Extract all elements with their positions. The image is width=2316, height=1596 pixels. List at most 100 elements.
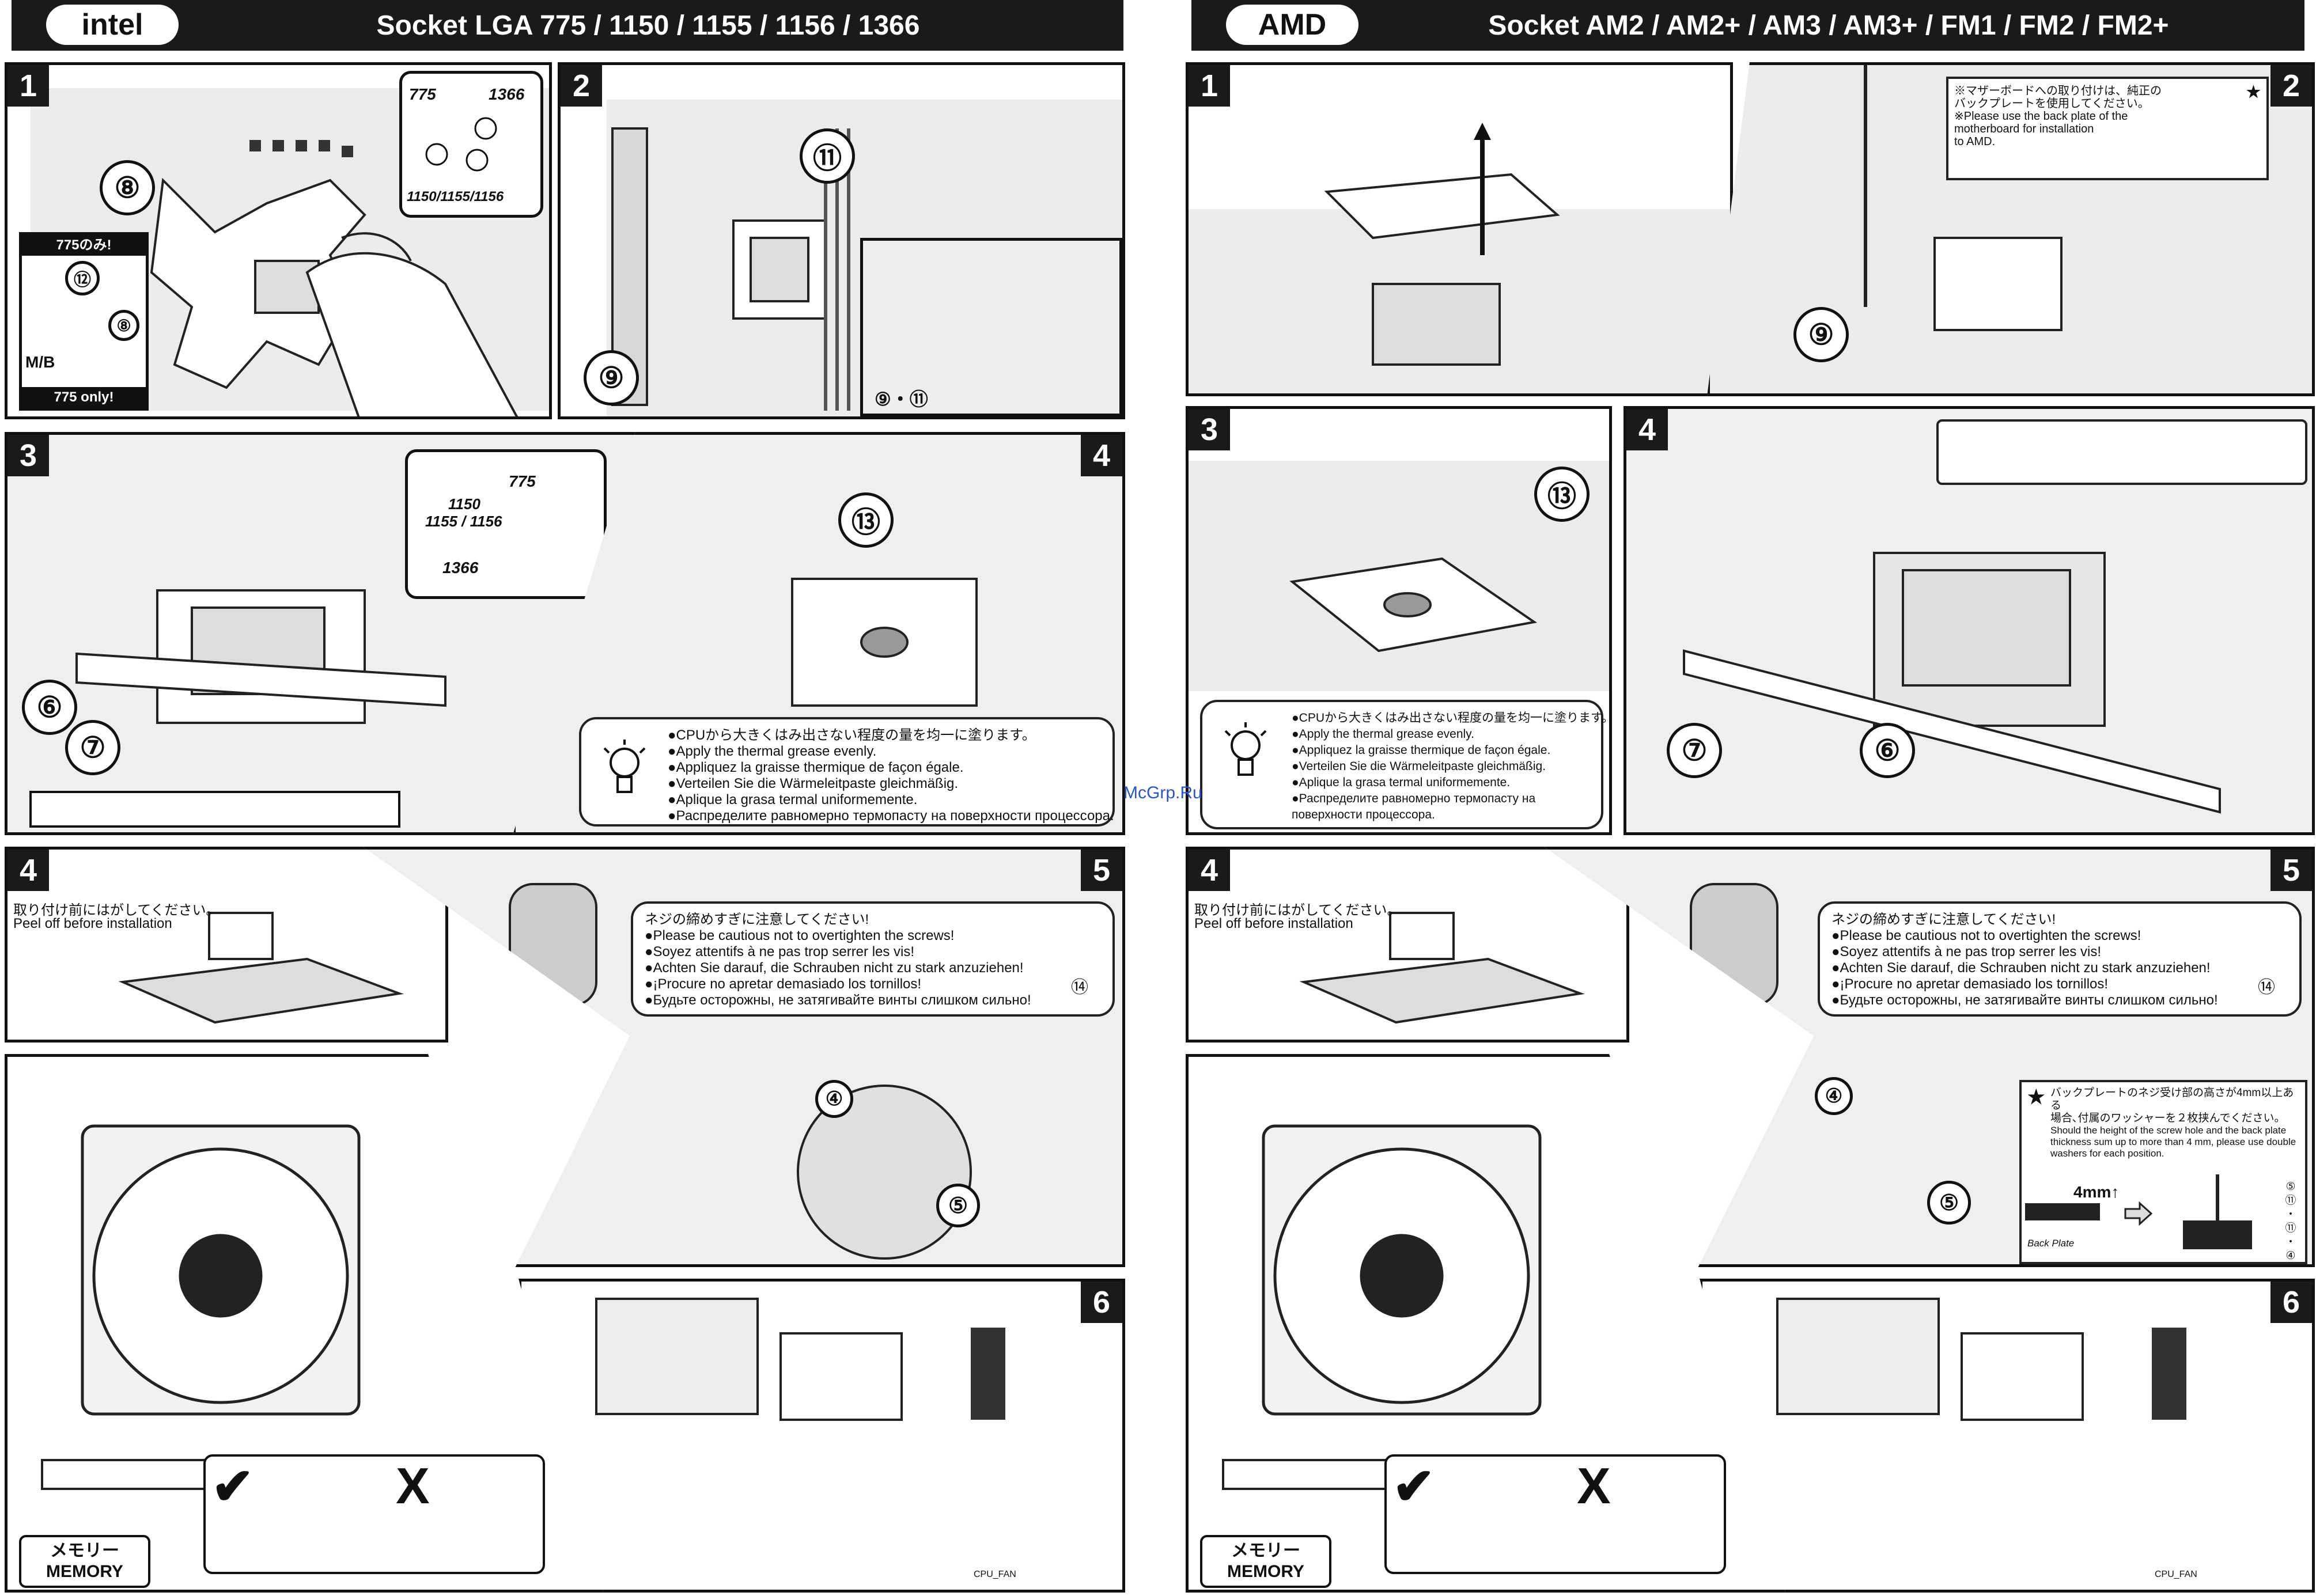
amd-step4-panel: 4 ⑦ ⑥	[1624, 406, 2315, 835]
washer-jp-2: 場合､付属のワッシャーを２枚挟んでください。	[2050, 1112, 2285, 1124]
amd-backplate-note: ※マザーボードへの取り付けは、純正の バックプレートを使用してください。 ※Pl…	[1946, 77, 2269, 180]
screw-note-line: ●¡Procure no apretar demasiado los torni…	[645, 976, 922, 992]
grease-note-line: ●Apply the thermal grease evenly.	[1292, 727, 1474, 741]
step-number: 3	[1189, 409, 1230, 450]
intel-step2-panel: 2 ⑪ ⑨ ⑨・⑪	[558, 62, 1125, 419]
label-1366: 1366	[442, 559, 479, 577]
memory-label: メモリー MEMORY	[19, 1535, 150, 1588]
badge-14: ⑭	[2258, 978, 2275, 997]
screw-note-line: ●Please be cautious not to overtighten t…	[645, 928, 955, 943]
screw-note-line: ●Achten Sie darauf, die Schrauben nicht …	[1831, 960, 2211, 976]
backplate-note-line: ※マザーボードへの取り付けは、純正の	[1954, 85, 2162, 97]
check-icon: ✔	[1392, 1458, 1435, 1515]
label-1155-1156: 1155 / 1156	[425, 513, 502, 530]
label-775: 775	[409, 85, 436, 103]
grease-note-line: ●Verteilen Sie die Wärmeleitpaste gleich…	[1292, 760, 1546, 773]
grease-note-line: ●Appliquez la graisse thermique de façon…	[1292, 744, 1551, 757]
grease-note-line: ●Aplique la grasa termal uniformemente.	[668, 792, 918, 808]
badge-5: ⑤	[1927, 1181, 1971, 1225]
peel-en: Peel off before installation	[13, 916, 172, 931]
amd-bracket-illustration	[1626, 409, 2312, 832]
intel-peel-panel: 4 取り付け前にはがしてください。 Peel off before instal…	[5, 847, 448, 1042]
grease-note-line: ●Распределите равномерно термопасту на п…	[668, 808, 1114, 824]
memory-en: MEMORY	[1227, 1562, 1304, 1581]
memory-jp: メモリー	[50, 1541, 119, 1560]
socket-notch-callout: 775 1150 1155 / 1156 1366	[405, 449, 607, 599]
step-number: 2	[2270, 65, 2312, 107]
badge-8-small: ⑧	[108, 310, 139, 341]
badge-6: ⑥	[1860, 723, 1915, 778]
label-1366: 1366	[489, 85, 525, 103]
amd-step2-panel: 2 ⑨ ※マザーボードへの取り付けは、純正の バックプレートを使用してください。…	[1707, 62, 2315, 396]
washer-part: ⑪	[2285, 1222, 2296, 1234]
intel-logo: intel	[46, 5, 179, 45]
badge-4: ④	[815, 1080, 853, 1118]
badge-9: ⑨	[1793, 307, 1849, 362]
step-number: 3	[7, 435, 49, 476]
screw-caution-note: ネジの締めすぎに注意してください! ●Please be cautious no…	[1818, 901, 2302, 1017]
step-number: 4	[1626, 409, 1668, 450]
screw-note-line: ●Soyez attentifs à ne pas trop serrer le…	[645, 944, 915, 960]
grease-note-line: ●CPUから大きくはみ出さない程度の量を均一に塗ります。	[668, 727, 1036, 743]
step-number: 2	[561, 65, 602, 107]
heatsink-base-illustration	[118, 912, 404, 1024]
washer-diagram	[2025, 1174, 2252, 1249]
washer-dimension: 4mm↑	[2073, 1183, 2120, 1201]
badge-9: ⑨	[584, 350, 639, 405]
lightbulb-icon	[1224, 722, 1267, 776]
cooler-fan-illustration	[41, 1124, 361, 1490]
label-1150: 1150	[448, 495, 480, 513]
amd-logo: AMD	[1226, 5, 1358, 45]
socket-hole-callout: 775 1366 1150/1155/1156	[399, 71, 543, 218]
badge-9-11: ⑨・⑪	[875, 389, 928, 410]
washer-part: ⑤	[2285, 1181, 2296, 1193]
step-number: 5	[1081, 850, 1122, 891]
backplate-detail-callout: ⑨・⑪	[860, 238, 1122, 416]
grease-note-line: ●Apply the thermal grease evenly.	[668, 744, 877, 759]
orientation-compare-box: ✔ X	[1384, 1454, 1726, 1574]
badge-13: ⑬	[1534, 467, 1590, 522]
badge-5: ⑤	[936, 1184, 980, 1227]
washer-note: ★ バックプレートのネジ受け部の高さが4mm以上ある 場合､付属のワッシャーを２…	[2019, 1080, 2307, 1264]
badge-11: ⑪	[800, 128, 855, 184]
amd-cooler-panel: メモリー MEMORY ✔ X	[1186, 1054, 1791, 1593]
grease-note: ●CPUから大きくはみ出さない程度の量を均一に塗ります。 ●Apply the …	[1200, 700, 1612, 829]
step-number: 1	[7, 65, 49, 107]
peel-jp: 取り付け前にはがしてください。	[1194, 903, 1401, 918]
washer-en-1: Should the height of the screw hole and …	[2050, 1125, 2287, 1136]
grease-note: ●CPUから大きくはみ出さない程度の量を均一に塗ります。 ●Apply the …	[579, 717, 1115, 827]
step-number: 4	[7, 850, 49, 891]
step-number: 5	[2270, 850, 2312, 891]
grease-note-line: ●CPUから大きくはみ出さない程度の量を均一に塗ります。	[1292, 711, 1612, 725]
amd-step3-panel: 3 ⑬ ●CPUから大きくはみ出さない程度の量を均一に塗ります。 ●Apply …	[1186, 406, 1612, 835]
cpu-fan-label: CPU_FAN	[2155, 1570, 2197, 1579]
mb-label: M/B	[25, 353, 55, 371]
step-number: 1	[1189, 65, 1230, 107]
peel-en: Peel off before installation	[1194, 916, 1353, 931]
washer-part: ⑪	[2285, 1195, 2296, 1207]
amd-header: AMD Socket AM2 / AM2+ / AM3 / AM3+ / FM1…	[1191, 0, 2304, 51]
screw-note-line: ●¡Procure no apretar demasiado los torni…	[1831, 976, 2109, 992]
step-number: 4	[1081, 435, 1122, 476]
badge-14: ⑭	[1071, 978, 1088, 997]
washer-en-2: thickness sum up to more than 4 mm, plea…	[2050, 1136, 2296, 1147]
grease-note-line: ●Verteilen Sie die Wärmeleitpaste gleich…	[668, 776, 959, 791]
amd-step1-panel: 1	[1186, 62, 1733, 396]
memory-en: MEMORY	[46, 1562, 123, 1581]
heatsink-base-illustration	[1299, 912, 1585, 1024]
775-only-jp: 775のみ!	[22, 235, 146, 256]
amd-step6-panel: 6 CPU_FAN	[1700, 1279, 2315, 1593]
label-115x: 1150/1155/1156	[407, 189, 504, 204]
backplate-note-line: to AMD.	[1954, 135, 1996, 148]
peel-jp: 取り付け前にはがしてください。	[13, 903, 220, 918]
amd-peel-panel: 4 取り付け前にはがしてください。 Peel off before instal…	[1186, 847, 1629, 1042]
washer-en-3: washers for each position.	[2050, 1148, 2164, 1159]
intel-socket-title: Socket LGA 775 / 1150 / 1155 / 1156 / 13…	[376, 10, 920, 41]
screw-note-line: ●Будьте осторожны, не затягивайте винты …	[645, 992, 1031, 1008]
backplate-note-line: motherboard for installation	[1954, 123, 2094, 135]
badge-6: ⑥	[22, 680, 77, 735]
backplate-note-line: バックプレートを使用してください。	[1954, 97, 2150, 110]
backplate-note-line: ※Please use the back plate of the	[1954, 110, 2128, 123]
amd-bracket-removal-illustration	[1189, 123, 1730, 393]
star-icon: ★	[2027, 1086, 2045, 1108]
